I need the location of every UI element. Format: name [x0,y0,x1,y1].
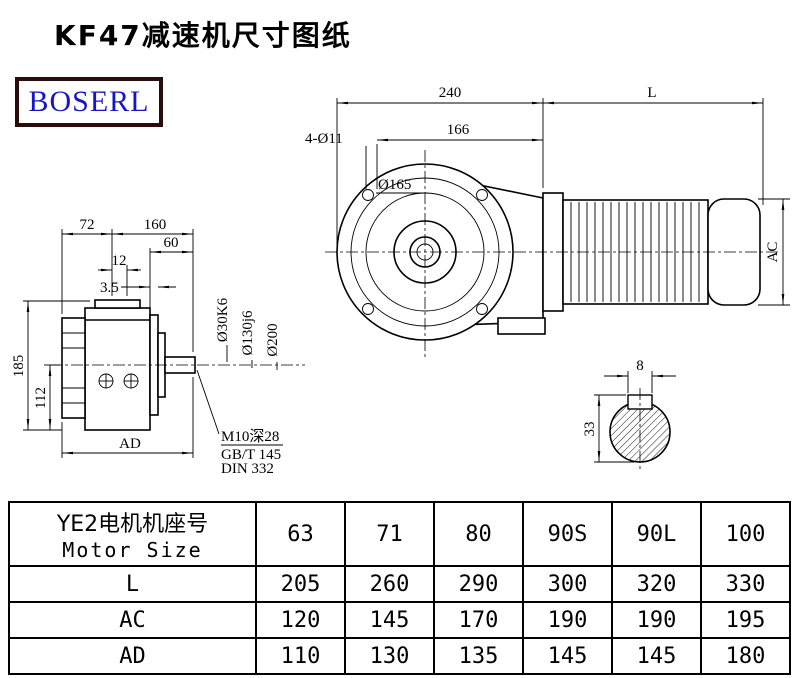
svg-text:M10深28: M10深28 [221,428,279,445]
svg-text:Ø30K6: Ø30K6 [215,297,231,342]
svg-text:166: 166 [447,122,470,138]
svg-text:12: 12 [112,253,127,269]
svg-text:Ø165: Ø165 [378,177,411,193]
motor-size-cell: 80 [433,501,524,567]
dim-160: 160 [112,217,194,352]
value-cell: 120 [255,601,346,639]
motor-size-cell: 90L [611,501,702,567]
dim-3-5: 3.5 [100,280,176,296]
shaft-section-view: 8 33 [582,358,676,472]
motor-size-cell: 71 [344,501,435,567]
gearbox-top-cap [94,299,141,309]
value-cell: 300 [522,565,613,603]
value-cell: 195 [700,601,791,639]
svg-text:33: 33 [582,422,598,437]
dim-60: 60 [149,235,193,310]
table-row-AC: AC 120 145 170 190 190 195 [8,601,791,639]
side-view [50,299,305,431]
bolt-hole [362,303,374,315]
value-cell: 205 [255,565,346,603]
value-cell: 135 [433,637,524,675]
dim-166: 166 [376,122,543,189]
table-row-AD: AD 110 130 135 145 145 180 [8,637,791,675]
motor-size-cell: 63 [255,501,346,567]
table-row-L: L 205 260 290 300 320 330 [8,565,791,603]
value-cell: 170 [433,601,524,639]
dim-112: 112 [33,364,60,430]
dim-L: L [543,85,764,205]
svg-text:112: 112 [33,387,49,409]
svg-text:185: 185 [11,355,27,378]
dim-AC: AC [758,198,790,306]
value-cell: 130 [344,637,435,675]
svg-text:4-Ø11: 4-Ø11 [305,131,343,147]
svg-text:DIN 332: DIN 332 [221,461,274,477]
row-label-AC: AC [8,601,257,639]
svg-text:240: 240 [439,85,462,101]
housing-foot [497,317,546,335]
value-cell: 330 [700,565,791,603]
dim-12: 12 [98,253,141,296]
svg-text:3.5: 3.5 [100,280,119,296]
label-flange-dia: Ø165 [376,177,428,194]
row-label-L: L [8,565,257,603]
svg-text:L: L [647,85,656,101]
svg-text:72: 72 [80,217,95,233]
svg-text:Ø130j6: Ø130j6 [240,310,256,356]
svg-text:60: 60 [164,235,179,251]
svg-text:160: 160 [144,217,167,233]
motor-size-cell: 90S [522,501,613,567]
dim-72: 72 [61,217,113,314]
boserl-logo-text: BOSERL [28,85,150,118]
motor-size-label-en: Motor Size [62,538,203,562]
motor-size-cell: 100 [700,501,791,567]
front-view [325,150,780,358]
svg-text:Ø200: Ø200 [265,323,281,356]
value-cell: 145 [344,601,435,639]
technical-drawing: 72 160 60 12 3.5 185 [11,85,790,477]
value-cell: 290 [433,565,524,603]
bolt-hole [362,189,374,201]
motor-size-label-cn: YE2电机机座号 [56,512,209,537]
label-bolt-holes: 4-Ø11 [305,131,367,189]
bolt-hole [476,189,488,201]
dim-240: 240 [336,85,544,246]
motor-size-table: YE2电机机座号 Motor Size 63 71 80 90S 90L 100… [8,501,791,675]
svg-text:AC: AC [765,242,781,263]
dim-AD: AD [61,377,194,458]
value-cell: 180 [700,637,791,675]
row-header-motor-size: YE2电机机座号 Motor Size [8,501,257,567]
shaft-diameter-labels: Ø30K6 Ø130j6 Ø200 [215,297,281,370]
value-cell: 190 [611,601,702,639]
value-cell: 190 [522,601,613,639]
svg-text:GB/T 145: GB/T 145 [221,447,281,463]
svg-text:AD: AD [119,436,141,452]
value-cell: 320 [611,565,702,603]
page-title: KF47减速机尺寸图纸 [54,19,352,52]
value-cell: 145 [611,637,702,675]
gearbox-body [84,307,151,431]
value-cell: 145 [522,637,613,675]
svg-text:8: 8 [636,358,644,374]
boserl-logo: BOSERL [15,77,163,127]
value-cell: 260 [344,565,435,603]
dim-185: 185 [11,300,90,431]
row-label-AD: AD [8,637,257,675]
value-cell: 110 [255,637,346,675]
input-flange [61,317,86,419]
table-row-motor-size: YE2电机机座号 Motor Size 63 71 80 90S 90L 100 [8,501,791,567]
bolt-hole [476,303,488,315]
tap-note: M10深28 GB/T 145 DIN 332 [196,369,283,477]
